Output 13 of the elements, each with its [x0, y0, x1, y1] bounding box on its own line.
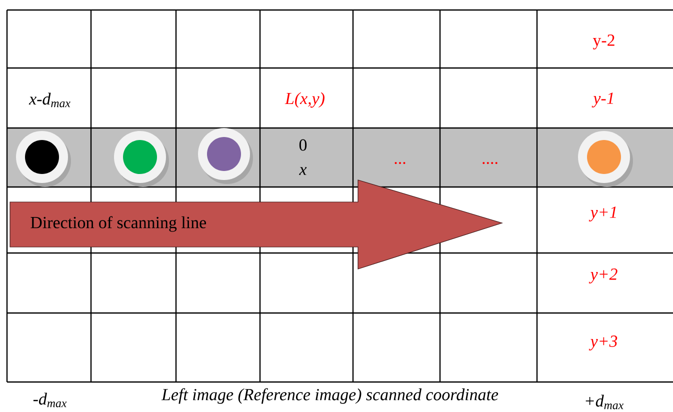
- cell-label: L(x,y): [284, 92, 324, 108]
- cell-label: 0: [299, 139, 307, 151]
- cell-label: y+3: [588, 336, 618, 350]
- cell-label: y-1: [592, 92, 613, 108]
- axis-label: +d$_{max}$: [586, 394, 624, 410]
- axis-label: Left image (Reference image) scanned coordinate: [161, 388, 498, 404]
- axis-label: -d$_{max}$: [33, 392, 67, 408]
- cell-label: y+1: [588, 206, 616, 222]
- cell-label: x-d$_{max}$: [28, 92, 70, 108]
- cell-label: ....: [482, 162, 498, 164]
- cell-label: y-2: [592, 34, 614, 50]
- cell-label: y+2: [588, 268, 618, 284]
- cell-label: ...: [394, 162, 406, 164]
